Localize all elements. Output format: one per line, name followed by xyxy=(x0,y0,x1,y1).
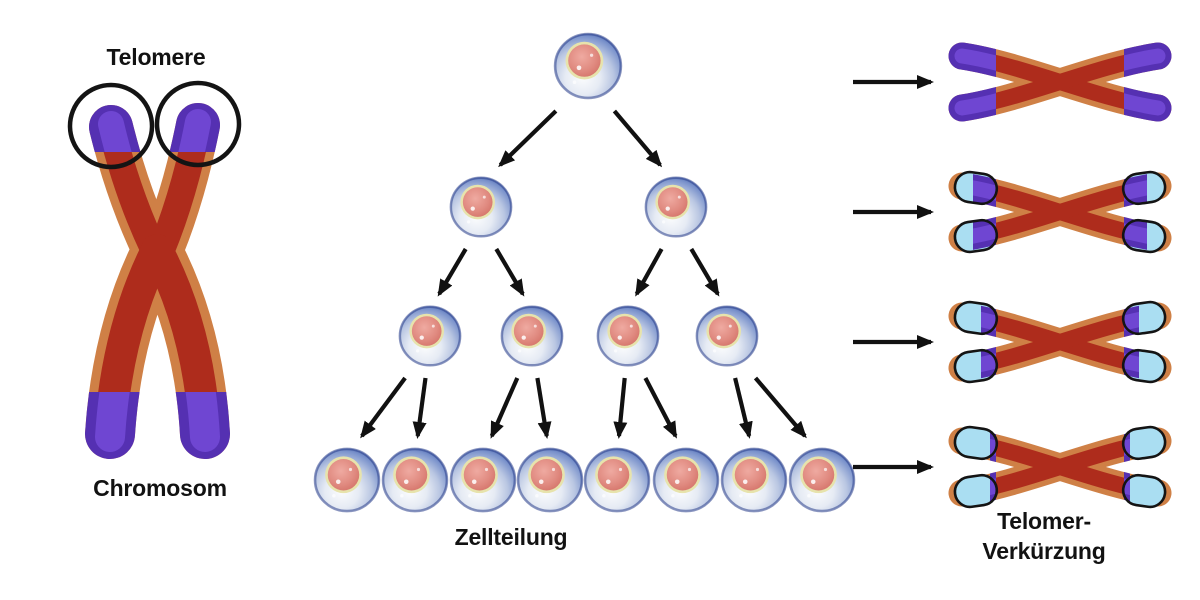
telomere-outline xyxy=(953,218,999,254)
chromosome-body xyxy=(85,103,230,459)
shortened-chromosome-stage-2 xyxy=(948,170,1172,254)
division-arrow xyxy=(643,377,678,439)
division-arrow xyxy=(360,376,407,439)
division-arrow xyxy=(753,376,807,439)
chromosome-illustration xyxy=(67,80,242,459)
cell xyxy=(644,176,708,238)
cell xyxy=(381,447,449,513)
division-arrow xyxy=(689,247,720,297)
cell xyxy=(720,447,788,513)
telomere-outline xyxy=(953,473,999,509)
division-arrow xyxy=(489,377,520,439)
chromosome-label: Chromosom xyxy=(93,475,227,501)
telomere-outline xyxy=(1121,170,1167,206)
telomere-shortening-label: Telomer- Verkürzung xyxy=(982,508,1106,564)
cell xyxy=(516,447,584,513)
cell xyxy=(500,305,564,367)
telomere-outline xyxy=(953,170,999,206)
telomere-outline xyxy=(953,300,999,336)
telomere-highlight-circle xyxy=(67,82,155,170)
division-arrow xyxy=(412,377,428,439)
cell xyxy=(449,176,513,238)
cell xyxy=(788,447,856,513)
cell-division-label: Zellteilung xyxy=(454,524,568,550)
telomere-outline xyxy=(1121,218,1167,254)
telomere-shortening-stages xyxy=(948,42,1172,509)
division-arrow xyxy=(733,377,753,439)
shortening-stage-arrows xyxy=(853,75,934,474)
shortened-chromosome-stage-4 xyxy=(948,425,1172,509)
lost-telomere-region xyxy=(954,427,997,459)
division-arrow xyxy=(494,247,525,297)
telomere-outline xyxy=(1121,348,1167,384)
cell-division-arrows xyxy=(360,109,807,439)
shortened-chromosome-stage-3 xyxy=(948,300,1172,384)
division-arrow xyxy=(437,247,468,297)
cell-division-tree xyxy=(313,32,856,513)
cell xyxy=(313,447,381,513)
cell xyxy=(695,305,759,367)
lost-telomere-region xyxy=(1123,427,1166,459)
telomere-label: Telomere xyxy=(106,44,206,70)
telomere-highlight-circle xyxy=(154,80,242,168)
telomere-outline xyxy=(1121,300,1167,336)
telomere-outline xyxy=(953,348,999,384)
lost-telomere-region xyxy=(1123,475,1166,507)
cell xyxy=(553,32,623,100)
telomere-outline xyxy=(1121,473,1167,509)
telomere-outline xyxy=(1121,425,1167,461)
cell xyxy=(449,447,517,513)
cell xyxy=(398,305,462,367)
cell xyxy=(583,447,651,513)
lost-telomere-region xyxy=(954,475,997,507)
telomere-outline xyxy=(953,425,999,461)
division-arrow xyxy=(613,377,628,439)
shortened-chromosome-stage-1 xyxy=(948,42,1172,122)
division-arrow xyxy=(535,377,552,439)
division-arrow xyxy=(498,109,558,168)
cell xyxy=(652,447,720,513)
cell xyxy=(596,305,660,367)
division-arrow xyxy=(634,247,664,297)
division-arrow xyxy=(612,109,663,168)
